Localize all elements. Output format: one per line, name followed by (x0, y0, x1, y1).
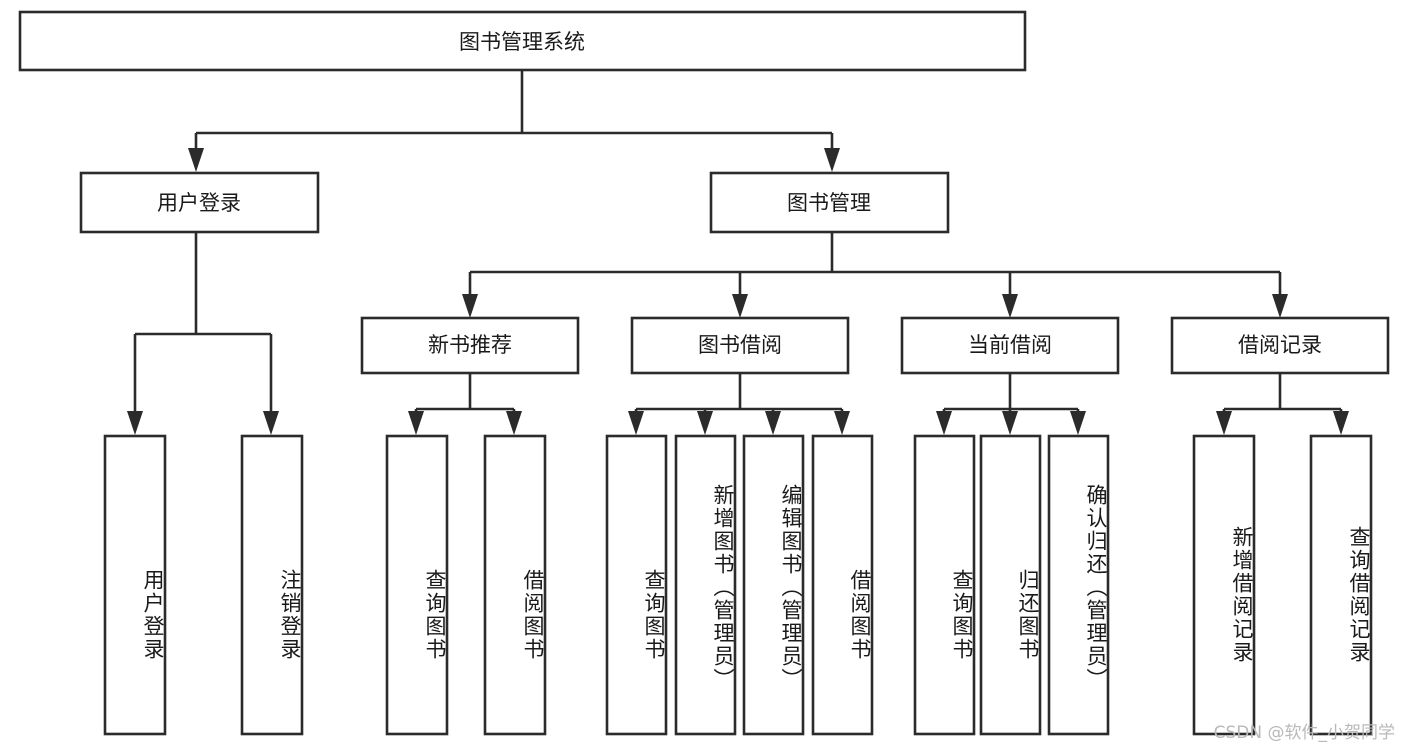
node-leaf-add-record-box[interactable] (1192, 434, 1256, 736)
node-borrow-record-label: 借阅记录 (1238, 333, 1322, 357)
node-new-book-recommend-box[interactable] (360, 316, 580, 375)
node-leaf-query-book-2-box[interactable] (605, 434, 668, 736)
node-book-borrow-label: 图书借阅 (698, 333, 782, 357)
arrow-head-user-login (188, 148, 204, 172)
node-root[interactable]: 图书管理系统 (18, 10, 1027, 72)
arrow-head-leaf-edit-book (765, 411, 781, 435)
edge-group-borrow-record-to-leaves (1216, 373, 1349, 435)
node-leaf-confirm-return-box[interactable] (1047, 434, 1110, 736)
csdn-watermark: CSDN @软件_小贺同学 (1213, 723, 1395, 743)
arrow-head-leaf-add-book (697, 411, 713, 435)
node-borrow-record-box[interactable] (1170, 316, 1390, 375)
arrow-head-book-borrow (732, 294, 748, 318)
edge-group-book-management-to-level3 (462, 232, 1288, 318)
node-borrow-record[interactable]: 借阅记录 (1170, 316, 1390, 375)
node-current-borrow-box[interactable] (900, 316, 1120, 375)
node-leaf-borrow-book-2-box[interactable] (811, 434, 874, 736)
node-book-management[interactable]: 图书管理 (709, 171, 950, 234)
arrow-head-borrow-record (1272, 294, 1288, 318)
node-book-borrow[interactable]: 图书借阅 (630, 316, 850, 375)
arrow-head-leaf-query-book-2 (628, 411, 644, 435)
node-leaf-return-book-box[interactable] (979, 434, 1042, 736)
arrow-head-new-book-recommend (462, 294, 478, 318)
edge-group-current-borrow-to-leaves (936, 373, 1086, 435)
arrow-head-leaf-add-record (1216, 411, 1232, 435)
edge-group-new-book-recommend-to-leaves (408, 373, 522, 435)
node-user-login[interactable]: 用户登录 (79, 171, 320, 234)
node-book-borrow-box[interactable] (630, 316, 850, 375)
node-leaf-query-record-box[interactable] (1309, 434, 1373, 736)
arrow-head-leaf-logout-login (263, 411, 279, 435)
node-root-box[interactable] (18, 10, 1027, 72)
arrow-head-leaf-return-book (1002, 411, 1018, 435)
arrow-head-leaf-query-book-3 (936, 411, 952, 435)
node-leaf-user-login-box[interactable] (103, 434, 167, 736)
arrow-head-leaf-borrow-book-1 (506, 411, 522, 435)
node-leaf-query-book-3-box[interactable] (913, 434, 976, 736)
arrow-head-leaf-user-login (127, 411, 143, 435)
node-leaf-query-book-1-box[interactable] (385, 434, 449, 736)
edge-group-root-to-level2 (188, 70, 840, 172)
node-root-label: 图书管理系统 (459, 30, 585, 54)
node-user-login-box[interactable] (79, 171, 320, 234)
node-book-management-label: 图书管理 (787, 191, 871, 215)
arrow-head-book-management (824, 148, 840, 172)
node-current-borrow-label: 当前借阅 (968, 333, 1052, 357)
node-new-book-recommend-label: 新书推荐 (428, 333, 512, 357)
arrow-head-leaf-query-book-1 (408, 411, 424, 435)
arrow-head-leaf-query-record (1333, 411, 1349, 435)
node-new-book-recommend[interactable]: 新书推荐 (360, 316, 580, 375)
node-leaf-edit-book-box[interactable] (742, 434, 805, 736)
edge-group-book-borrow-to-leaves (628, 373, 850, 435)
node-book-management-box[interactable] (709, 171, 950, 234)
node-leaf-borrow-book-1-box[interactable] (483, 434, 547, 736)
node-current-borrow[interactable]: 当前借阅 (900, 316, 1120, 375)
arrow-head-current-borrow (1002, 294, 1018, 318)
node-user-login-label: 用户登录 (157, 191, 241, 215)
node-leaf-logout-login-box[interactable] (240, 434, 304, 736)
arrow-head-leaf-confirm-return (1070, 411, 1086, 435)
edge-group-user-login-to-leaves (127, 232, 279, 435)
arrow-head-leaf-borrow-book-2 (834, 411, 850, 435)
node-leaf-add-book-box[interactable] (674, 434, 737, 736)
